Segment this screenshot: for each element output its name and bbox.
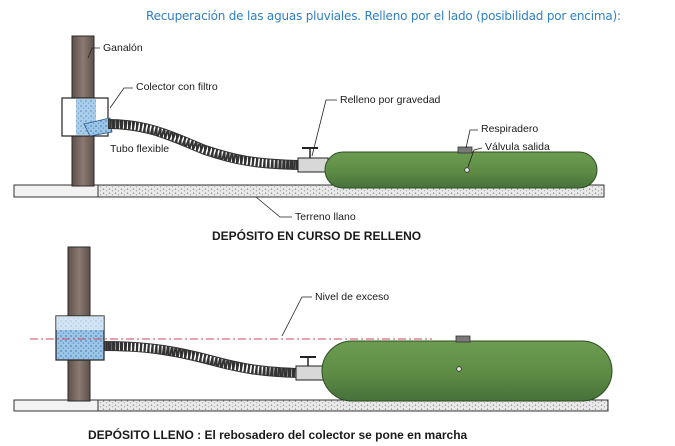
caption-full: DEPÓSITO LLENO : El rebosadero del colec… xyxy=(88,428,468,442)
label-ground: Terreno llano xyxy=(295,211,356,223)
diagram-full xyxy=(13,246,613,412)
label-outlet-valve: Válvula salida xyxy=(485,141,550,153)
page-title: Recuperación de las aguas pluviales. Rel… xyxy=(146,9,621,23)
tank-vent-2 xyxy=(455,335,471,343)
ground-base xyxy=(13,184,99,198)
label-overflow-level: Nivel de exceso xyxy=(315,291,390,303)
label-collector: Colector con filtro xyxy=(136,81,218,93)
label-vent: Respiradero xyxy=(481,123,539,135)
tank xyxy=(324,151,598,189)
collector-outlet xyxy=(83,117,113,137)
label-flexible-tube: Tubo flexible xyxy=(110,143,170,155)
fill-valve xyxy=(297,157,329,173)
outlet-valve-marker xyxy=(464,167,470,173)
tank-vent xyxy=(457,146,473,154)
label-gutter: Ganalón xyxy=(103,42,143,54)
fill-valve-2 xyxy=(295,365,327,381)
caption-filling: DEPÓSITO EN CURSO DE RELLENO xyxy=(212,229,422,243)
flexible-hose xyxy=(107,119,301,170)
tank-2 xyxy=(321,340,613,402)
label-gravity-fill: Relleno por gravedad xyxy=(340,94,441,106)
ground-slab-2 xyxy=(13,399,609,412)
diagram-filling xyxy=(13,35,605,218)
